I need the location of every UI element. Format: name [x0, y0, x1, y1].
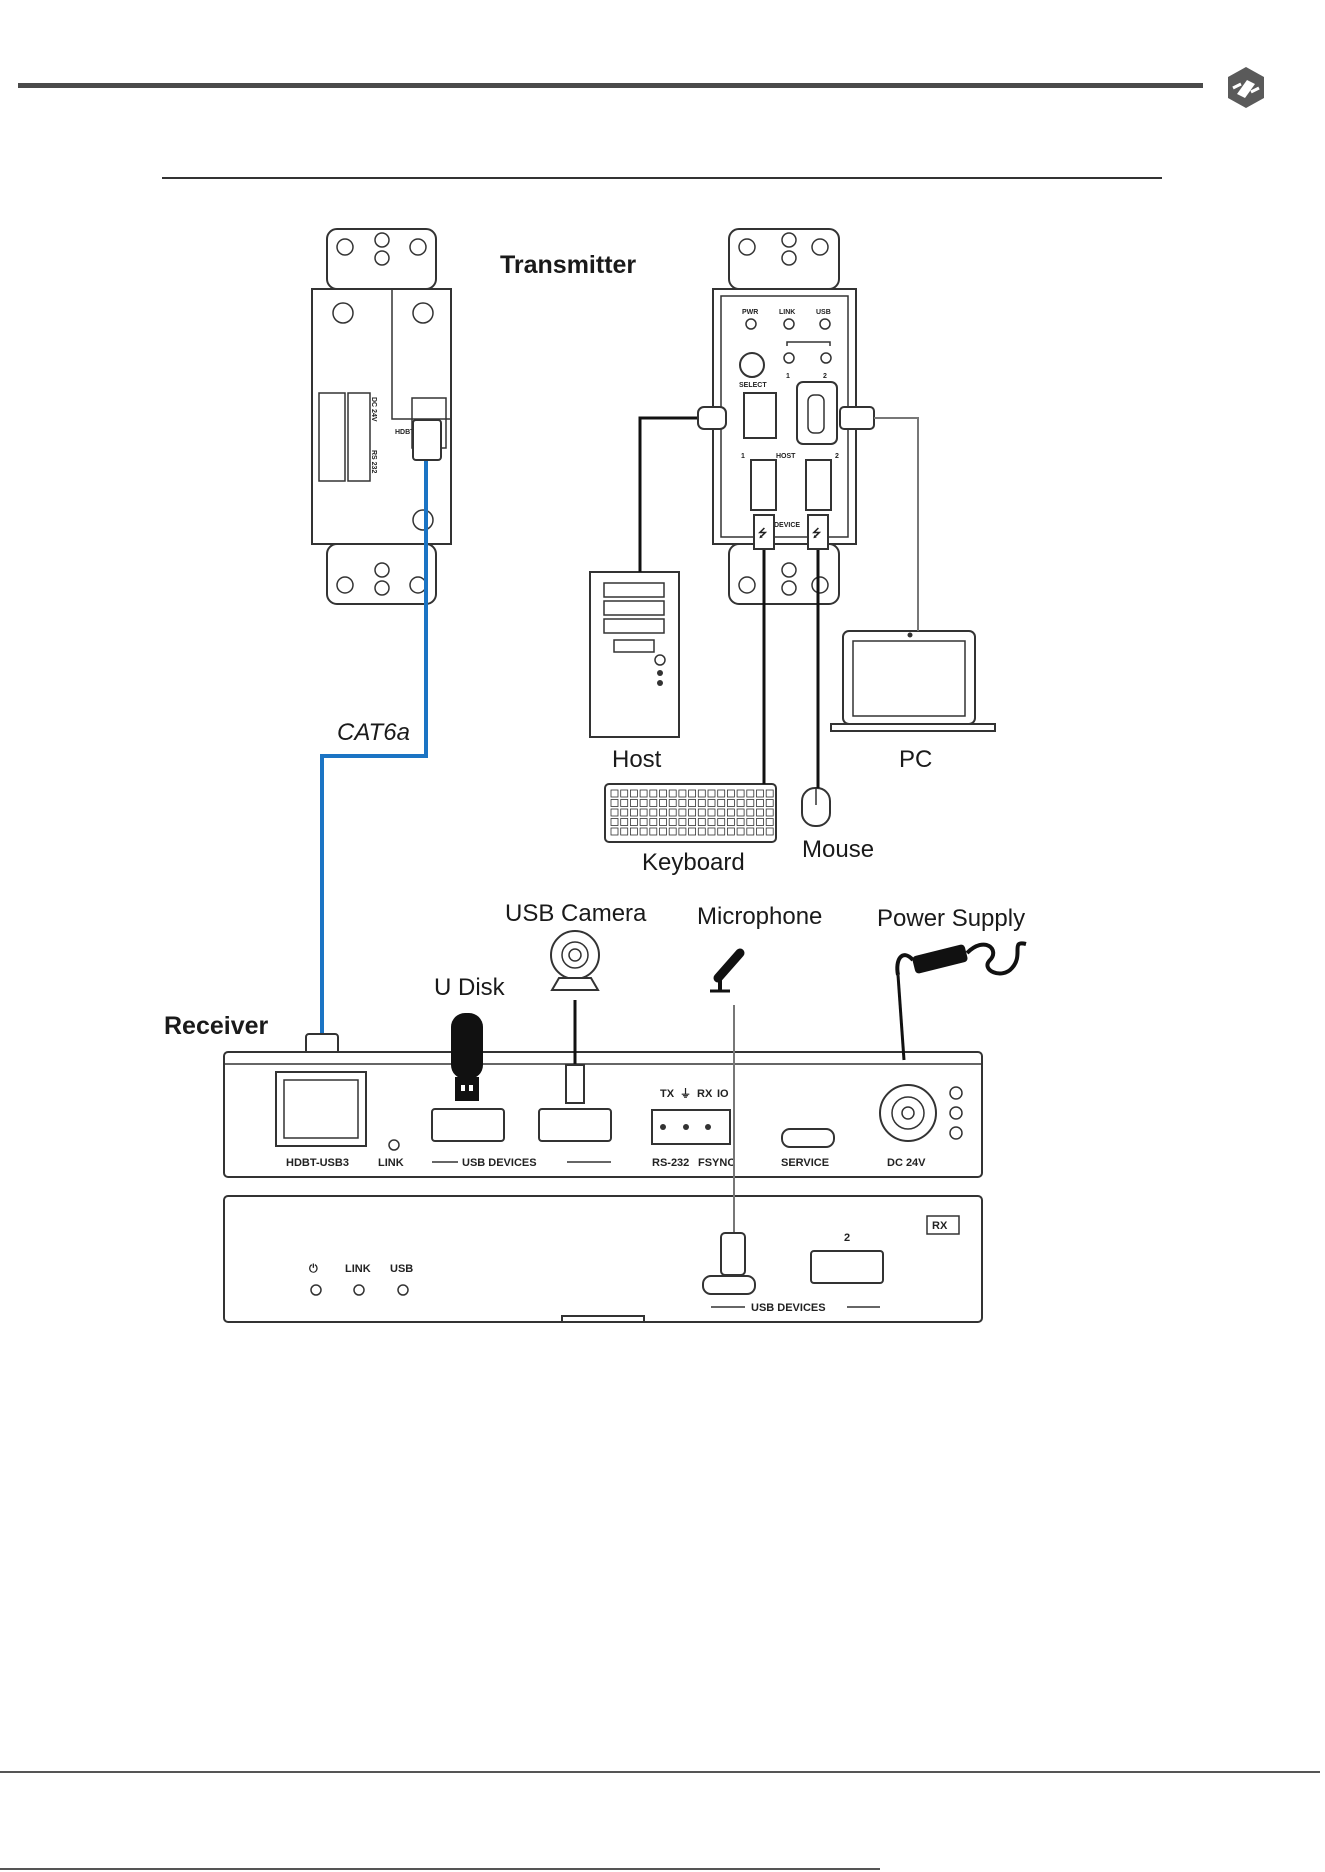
transmitter-rear: RS 232 DC 24V HDBT — [312, 229, 451, 604]
tx-rs232-label: RS 232 — [370, 450, 377, 473]
rx-front-usb-devices-label: USB DEVICES — [751, 1302, 826, 1314]
pc-label: PC — [899, 746, 932, 773]
microphone — [710, 953, 740, 991]
tx-host2-label: 2 — [835, 453, 839, 460]
transmitter-front: PWR LINK USB 1 2 SELECT 1 HOST 2 DEVICE — [713, 229, 856, 604]
tx-led1-label: 1 — [786, 373, 790, 380]
microphone-usbc-plug — [721, 1233, 745, 1275]
rx-front-link-label: LINK — [345, 1263, 371, 1275]
tx-dc24v-label: DC 24V — [370, 397, 377, 422]
host-computer — [590, 572, 679, 737]
tx-link-label: LINK — [779, 309, 795, 316]
section-rule — [162, 177, 1162, 179]
footer-rule-bottom — [0, 1868, 880, 1870]
footer-rule — [0, 1771, 1320, 1773]
host-label: Host — [612, 746, 662, 773]
tx-pwr-label: PWR — [742, 309, 758, 316]
rx-front-power-label: ⏻ — [309, 1262, 318, 1275]
u-disk — [451, 1013, 483, 1101]
rx-rx-pin-label: RX — [697, 1088, 713, 1100]
cable-label: CAT6a — [337, 719, 410, 746]
rx-hdbt-label: HDBT-USB3 — [286, 1157, 349, 1169]
tx-host-label: HOST — [776, 453, 796, 460]
receiver-front — [224, 1196, 982, 1322]
power-cable — [898, 975, 904, 1060]
microphone-label: Microphone — [697, 903, 822, 930]
u-disk-label: U Disk — [434, 974, 506, 1001]
transmitter-label: Transmitter — [500, 251, 636, 279]
rx-service-label: SERVICE — [781, 1157, 829, 1169]
power-supply — [897, 943, 1026, 975]
pc-usbc-plug — [840, 407, 874, 429]
usb-camera — [551, 931, 599, 990]
camera-usb-plug — [566, 1065, 584, 1103]
rx-usb-devices-label: USB DEVICES — [462, 1157, 537, 1169]
receiver-label: Receiver — [164, 1012, 269, 1040]
usb-camera-label: USB Camera — [505, 900, 647, 927]
pc-usbc-cable — [874, 418, 918, 631]
tx-device-label: DEVICE — [774, 522, 800, 529]
tx-usb-label: USB — [816, 309, 831, 316]
rx-link-label: LINK — [378, 1157, 404, 1169]
tx-rj45-plug — [413, 420, 441, 460]
logo-icon — [1228, 67, 1264, 108]
rx-ground-pin-label: ⏚ — [680, 1087, 691, 1100]
tx-led2-label: 2 — [823, 373, 827, 380]
power-supply-label: Power Supply — [877, 905, 1025, 932]
rx-rs232-label: RS-232 — [652, 1157, 689, 1169]
host-usb-cable — [640, 418, 700, 572]
mouse-usb-icon: ⭍ — [812, 527, 822, 540]
keyboard-label: Keyboard — [642, 849, 745, 876]
rx-dc24v-label: DC 24V — [887, 1157, 926, 1169]
tx-host1-label: 1 — [741, 453, 745, 460]
mouse — [802, 788, 830, 826]
rx-io-pin-label: IO — [717, 1088, 729, 1100]
rx-fsync-label: FSYNC — [698, 1157, 735, 1169]
keyboard-usb-icon: ⭍ — [758, 527, 768, 540]
rx-front-usb-label: USB — [390, 1263, 413, 1275]
header-rule — [18, 83, 1203, 88]
rx-front-port2-label: 2 — [844, 1232, 850, 1244]
rx-badge: RX — [932, 1220, 948, 1232]
keyboard — [605, 784, 776, 842]
host-usb-plug — [698, 407, 726, 429]
tx-select-label: SELECT — [739, 382, 767, 389]
mouse-label: Mouse — [802, 836, 874, 863]
pc-laptop — [831, 631, 995, 731]
rx-tx-pin-label: TX — [660, 1088, 675, 1100]
